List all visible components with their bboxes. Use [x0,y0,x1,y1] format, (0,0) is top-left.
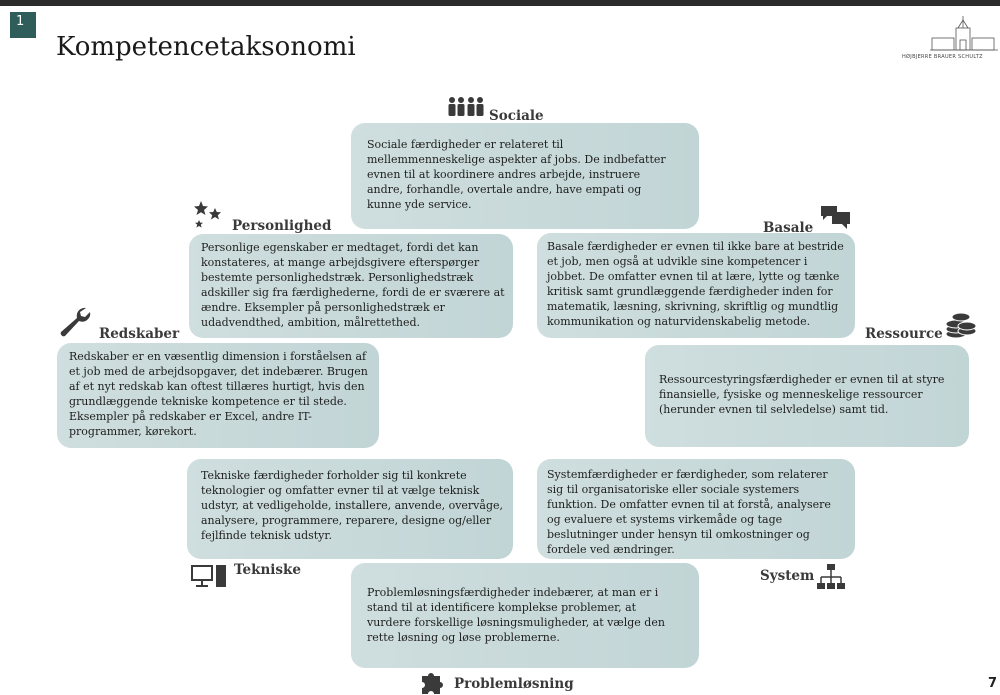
coins-icon [945,312,977,339]
page-title: Kompetencetaksonomi [56,32,356,62]
problemloesning-label: Problemløsning [454,676,574,692]
system-box: Systemfærdigheder er færdigheder, som re… [537,459,855,559]
tekniske-label: Tekniske [234,562,301,578]
org-chart-icon [817,564,845,589]
ressource-box: Ressourcestyringsfærdigheder er evnen ti… [645,345,969,447]
basale-box: Basale færdigheder er evnen til ikke bar… [537,233,855,338]
personlighed-label: Personlighed [232,218,332,234]
wrench-icon [60,307,91,337]
redskaber-label: Redskaber [99,326,180,342]
stars-icon [194,201,221,228]
sociale-box: Sociale færdigheder er relateret til mel… [351,123,699,229]
computer-icon [191,565,226,587]
personlighed-box: Personlige egenskaber er medtaget, fordi… [189,234,513,338]
people-icon [448,97,484,116]
speech-bubbles-icon [821,206,850,229]
logo-text: HØJBJERRE BRAUER SCHULTZ [902,54,983,60]
slide-number-badge: 1 [10,12,36,38]
tekniske-box: Tekniske færdigheder forholder sig til k… [187,459,513,559]
ressource-label: Ressource [865,326,943,342]
puzzle-icon [422,673,443,694]
basale-label: Basale [763,220,814,236]
problemloesning-box: Problemløsningsfærdigheder indebærer, at… [351,563,699,668]
sociale-label: Sociale [489,108,544,124]
system-label: System [760,568,815,584]
redskaber-box: Redskaber er en væsentlig dimension i fo… [57,343,379,448]
top-rule [0,0,1000,6]
church-logo-icon [930,16,998,51]
page-number: 7 [988,676,998,691]
